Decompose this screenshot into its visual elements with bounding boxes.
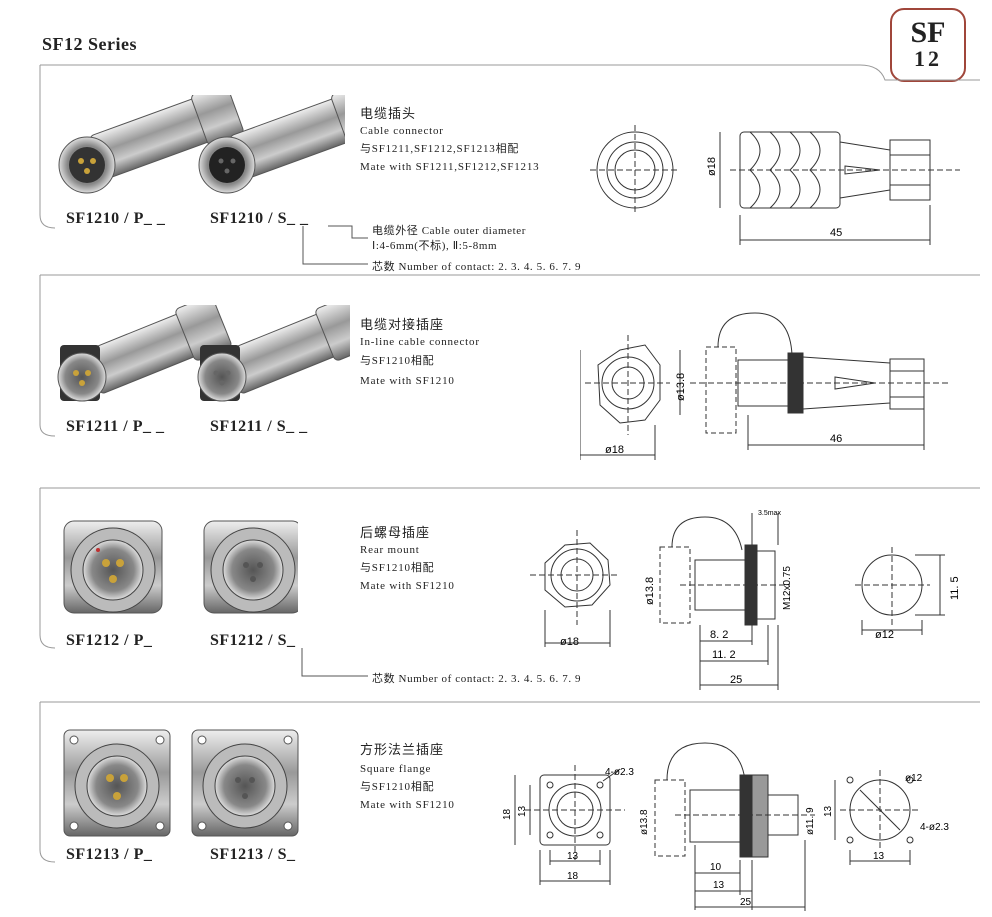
frame-1-left bbox=[39, 65, 56, 229]
contact-count-note-1: 芯数 Number of contact: 2. 3. 4. 5. 6. 7. … bbox=[372, 261, 582, 273]
part-sf1210-s: SF1210 / S_ _ bbox=[210, 210, 309, 227]
dim-4-d2-3-b: 4-ø2.3 bbox=[920, 822, 949, 833]
dim-25-s3: 25 bbox=[730, 674, 742, 686]
rear-mount-mate-cn: 与SF1210相配 bbox=[360, 562, 435, 574]
inline-connector-mate-en: Mate with SF1210 bbox=[360, 375, 455, 387]
dim-m12: M12x0.75 bbox=[782, 566, 793, 610]
dim-18-h: 18 bbox=[567, 871, 579, 882]
badge-bottom: 12 bbox=[914, 46, 942, 71]
dim-d13-8-s4: ø13.8 bbox=[639, 809, 650, 835]
dim-13-h: 13 bbox=[567, 851, 579, 862]
rear-mount-drawing: ø13.8 ø18 3.5max M12x0.75 8. 2 11. 2 25 … bbox=[530, 510, 961, 690]
square-flange-mate-en: Mate with SF1210 bbox=[360, 799, 455, 811]
inline-connector-mate-cn: 与SF1210相配 bbox=[360, 355, 435, 367]
dim-8-2: 8. 2 bbox=[710, 629, 728, 641]
rear-mount-en: Rear mount bbox=[360, 544, 420, 556]
square-flange-drawing: 4-ø2.3 18 13 13 18 ø13.8 ø11. 9 10 13 25… bbox=[502, 742, 949, 911]
square-flange-cn: 方形法兰插座 bbox=[360, 743, 445, 758]
contact-count-note-3: 芯数 Number of contact: 2. 3. 4. 5. 6. 7. … bbox=[372, 673, 582, 685]
inline-connector-cn: 电缆对接插座 bbox=[360, 318, 445, 333]
cable-connector-drawing: ø18 45 bbox=[590, 125, 960, 245]
cable-connector-mate-cn: 与SF1211,SF1212,SF1213相配 bbox=[360, 143, 520, 155]
frame-4-left bbox=[39, 702, 56, 863]
frame-3-left bbox=[39, 488, 56, 649]
part-sf1212-p: SF1212 / P_ bbox=[66, 632, 153, 649]
inline-connector-photo bbox=[57, 305, 350, 402]
dim-d12-s4: ø12 bbox=[905, 773, 923, 784]
dim-d12-s3: ø12 bbox=[875, 629, 894, 641]
inline-connector-drawing: ø13.8 ø18 46 bbox=[580, 312, 950, 460]
square-flange-photo bbox=[63, 729, 299, 837]
dim-d18-s2: ø18 bbox=[605, 444, 624, 456]
rear-mount-cn: 后螺母插座 bbox=[360, 526, 431, 541]
dim-45: 45 bbox=[830, 227, 842, 239]
badge-top: SF bbox=[910, 16, 946, 49]
dim-13-v-right: 13 bbox=[823, 805, 834, 817]
rear-mount-mate-en: Mate with SF1210 bbox=[360, 580, 455, 592]
inline-connector-en: In-line cable connector bbox=[360, 336, 480, 348]
dim-13-h-right: 13 bbox=[873, 851, 885, 862]
cable-connector-photo bbox=[58, 95, 345, 194]
rear-mount-photo bbox=[63, 520, 298, 614]
part-sf1211-s: SF1211 / S_ _ bbox=[210, 418, 308, 435]
part-sf1213-p: SF1213 / P_ bbox=[66, 846, 153, 863]
dim-13-s4: 13 bbox=[713, 880, 725, 891]
dim-3-5max: 3.5max bbox=[758, 510, 781, 517]
series-title: SF12 Series bbox=[42, 34, 137, 54]
part-sf1212-s: SF1212 / S_ bbox=[210, 632, 296, 649]
dim-d11-9: ø11. 9 bbox=[805, 807, 816, 835]
series-badge: SF 12 bbox=[890, 8, 966, 82]
part-sf1213-s: SF1213 / S_ bbox=[210, 846, 296, 863]
square-flange-mate-cn: 与SF1210相配 bbox=[360, 781, 435, 793]
dim-d13-8-s2: ø13.8 bbox=[675, 373, 687, 401]
dim-46: 46 bbox=[830, 433, 842, 445]
dim-13-v: 13 bbox=[517, 805, 528, 817]
cable-connector-cn: 电缆插头 bbox=[360, 107, 417, 122]
dim-d13-8-s3: ø13.8 bbox=[644, 577, 656, 605]
dim-11-5: 11. 5 bbox=[949, 576, 961, 600]
cable-connector-en: Cable connector bbox=[360, 125, 444, 137]
dim-11-2: 11. 2 bbox=[712, 649, 736, 661]
dim-4-d2-3-a: 4-ø2.3 bbox=[605, 767, 634, 778]
part-sf1211-p: SF1211 / P_ _ bbox=[66, 418, 165, 435]
frame-1-top bbox=[40, 64, 980, 81]
cable-od-note: 电缆外径 Cable outer diameter bbox=[372, 225, 526, 237]
cable-od-values: Ⅰ:4-6mm(不标), Ⅱ:5-8mm bbox=[372, 240, 498, 252]
part-sf1210-p: SF1210 / P_ _ bbox=[66, 210, 166, 227]
cable-connector-mate-en: Mate with SF1211,SF1212,SF1213 bbox=[360, 161, 540, 173]
frame-2-left bbox=[39, 275, 56, 437]
dim-10: 10 bbox=[710, 862, 722, 873]
dim-18-v: 18 bbox=[502, 808, 513, 820]
square-flange-en: Square flange bbox=[360, 763, 432, 775]
dim-d18-s3: ø18 bbox=[560, 636, 579, 648]
dim-25-s4: 25 bbox=[740, 897, 752, 908]
dim-d18-s1: ø18 bbox=[706, 157, 718, 176]
